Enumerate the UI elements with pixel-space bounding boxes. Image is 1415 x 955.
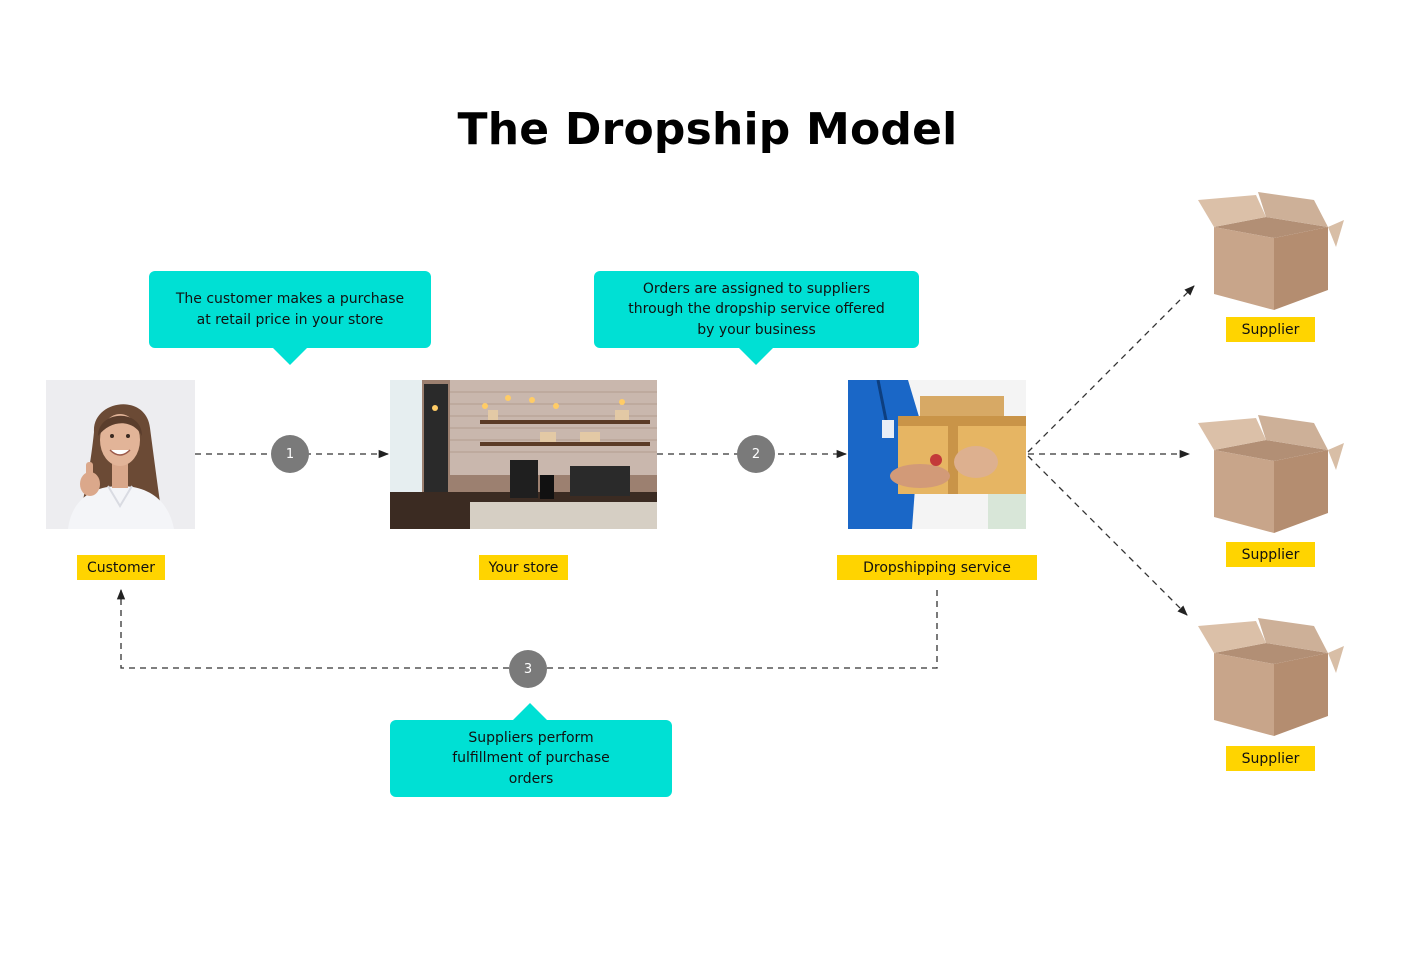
label-supplier-1: Supplier [1226,317,1315,342]
dropshipping-service-photo [848,380,1026,529]
callout-purchase-pointer [272,347,308,365]
callout-fulfill-pointer [512,703,548,721]
step-badge-1: 1 [271,435,309,473]
callout-assign-pointer [738,347,774,365]
callout-fulfill-text: Suppliers perform fulfillment of purchas… [452,729,610,787]
label-dropshipping-service: Dropshipping service [837,555,1037,580]
step-badge-2: 2 [737,435,775,473]
open-box-icon [1196,618,1346,743]
callout-assign: Orders are assigned to suppliers through… [594,271,919,348]
callout-purchase-text: The customer makes a purchase at retail … [175,291,405,328]
open-box-icon [1196,415,1346,540]
diagram-title: The Dropship Model [457,104,958,155]
arrow-service-to-supplier-3 [1027,455,1188,616]
label-supplier-2: Supplier [1226,542,1315,567]
callout-fulfill: Suppliers perform fulfillment of purchas… [390,720,672,797]
callout-assign-text: Orders are assigned to suppliers through… [628,280,885,338]
callout-purchase: The customer makes a purchase at retail … [149,271,431,348]
customer-photo [46,380,195,529]
label-customer: Customer [77,555,165,580]
label-supplier-3: Supplier [1226,746,1315,771]
open-box-icon [1196,192,1346,317]
step-badge-3: 3 [509,650,547,688]
label-your-store: Your store [479,555,568,580]
arrow-service-to-supplier-1 [1027,285,1195,453]
store-photo [390,380,657,529]
